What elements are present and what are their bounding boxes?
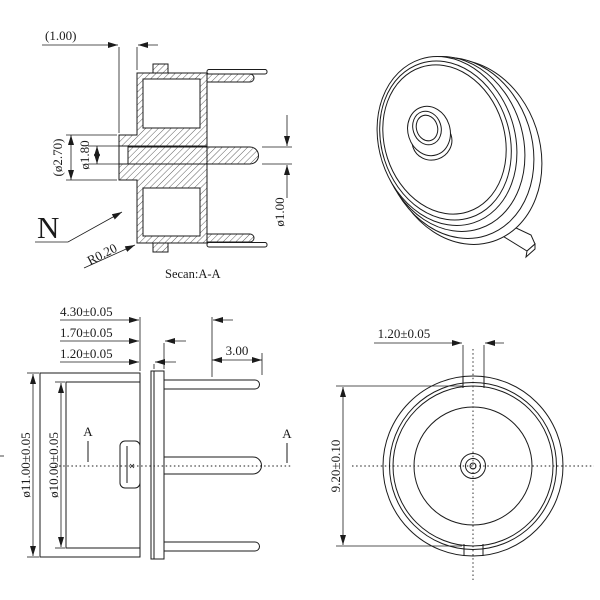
bottom-bump (152, 242, 169, 253)
face-circle (413, 406, 533, 526)
flange-plate-top (206, 73, 255, 83)
hole-rim (412, 110, 442, 146)
dim-hole-id-label: ø1.80 (77, 140, 92, 169)
cavity-bottom (142, 187, 201, 237)
dim-nozzle-od-label: (ø2.70) (50, 139, 65, 177)
section-view: (1.00) (ø2.70) ø1.80 ø1.00 N R0.20 Secan… (35, 28, 292, 281)
dim-tab-width-label: 1.20±0.05 (378, 326, 431, 341)
side-view: 4.30±0.05 1.70±0.05 1.20±0.05 3.00 ø11.0… (0, 304, 292, 560)
dim-total-depth-label: 4.30±0.05 (60, 304, 113, 319)
face-ring-inner (382, 64, 507, 215)
dim-flange-offset-label: 1.70±0.05 (60, 325, 113, 340)
top-bump (152, 63, 169, 74)
leg-tab-end (525, 242, 536, 259)
dim-ring-od-label: 9.20±0.10 (328, 440, 343, 493)
section-caption: Secan:A-A (165, 267, 221, 281)
outer-circle (382, 375, 564, 557)
dim-flange-thickness-label: 1.20±0.05 (60, 346, 113, 361)
pin-shaft-section (127, 146, 259, 165)
note-letter-n: N (37, 210, 59, 245)
flange-plate-top-outer (206, 69, 268, 75)
cavity-top (142, 78, 201, 129)
dim-pin-length-label: 3.00 (226, 343, 249, 358)
section-marker-a-left: A (83, 424, 93, 439)
dim-inner-od-label: ø10.00±0.05 (46, 432, 61, 498)
pin-center (163, 456, 262, 475)
dim-body-od-label: ø11.00±0.05 (18, 432, 33, 497)
nozzle-center-mark (129, 463, 135, 469)
dim-pin-od-label: ø1.00 (272, 197, 287, 226)
dim-nozzle-protrusion-label: (1.00) (45, 28, 76, 43)
section-marker-a-right: A (282, 426, 292, 441)
pin-top (163, 379, 260, 390)
flange-plate-bottom (206, 233, 255, 243)
face-ring-outer (379, 60, 512, 221)
isometric-view (376, 56, 543, 259)
boss-circle (460, 453, 486, 479)
front-view: 1.20±0.05 9.20±0.10 (328, 326, 594, 580)
flange-outline (150, 370, 165, 560)
body-inner-line (65, 381, 140, 549)
hole-bore (415, 114, 439, 142)
pin-bottom (163, 541, 260, 552)
flange-plate-bottom-outer (206, 242, 268, 248)
dim-corner-radius-label: R0.20 (85, 240, 120, 268)
